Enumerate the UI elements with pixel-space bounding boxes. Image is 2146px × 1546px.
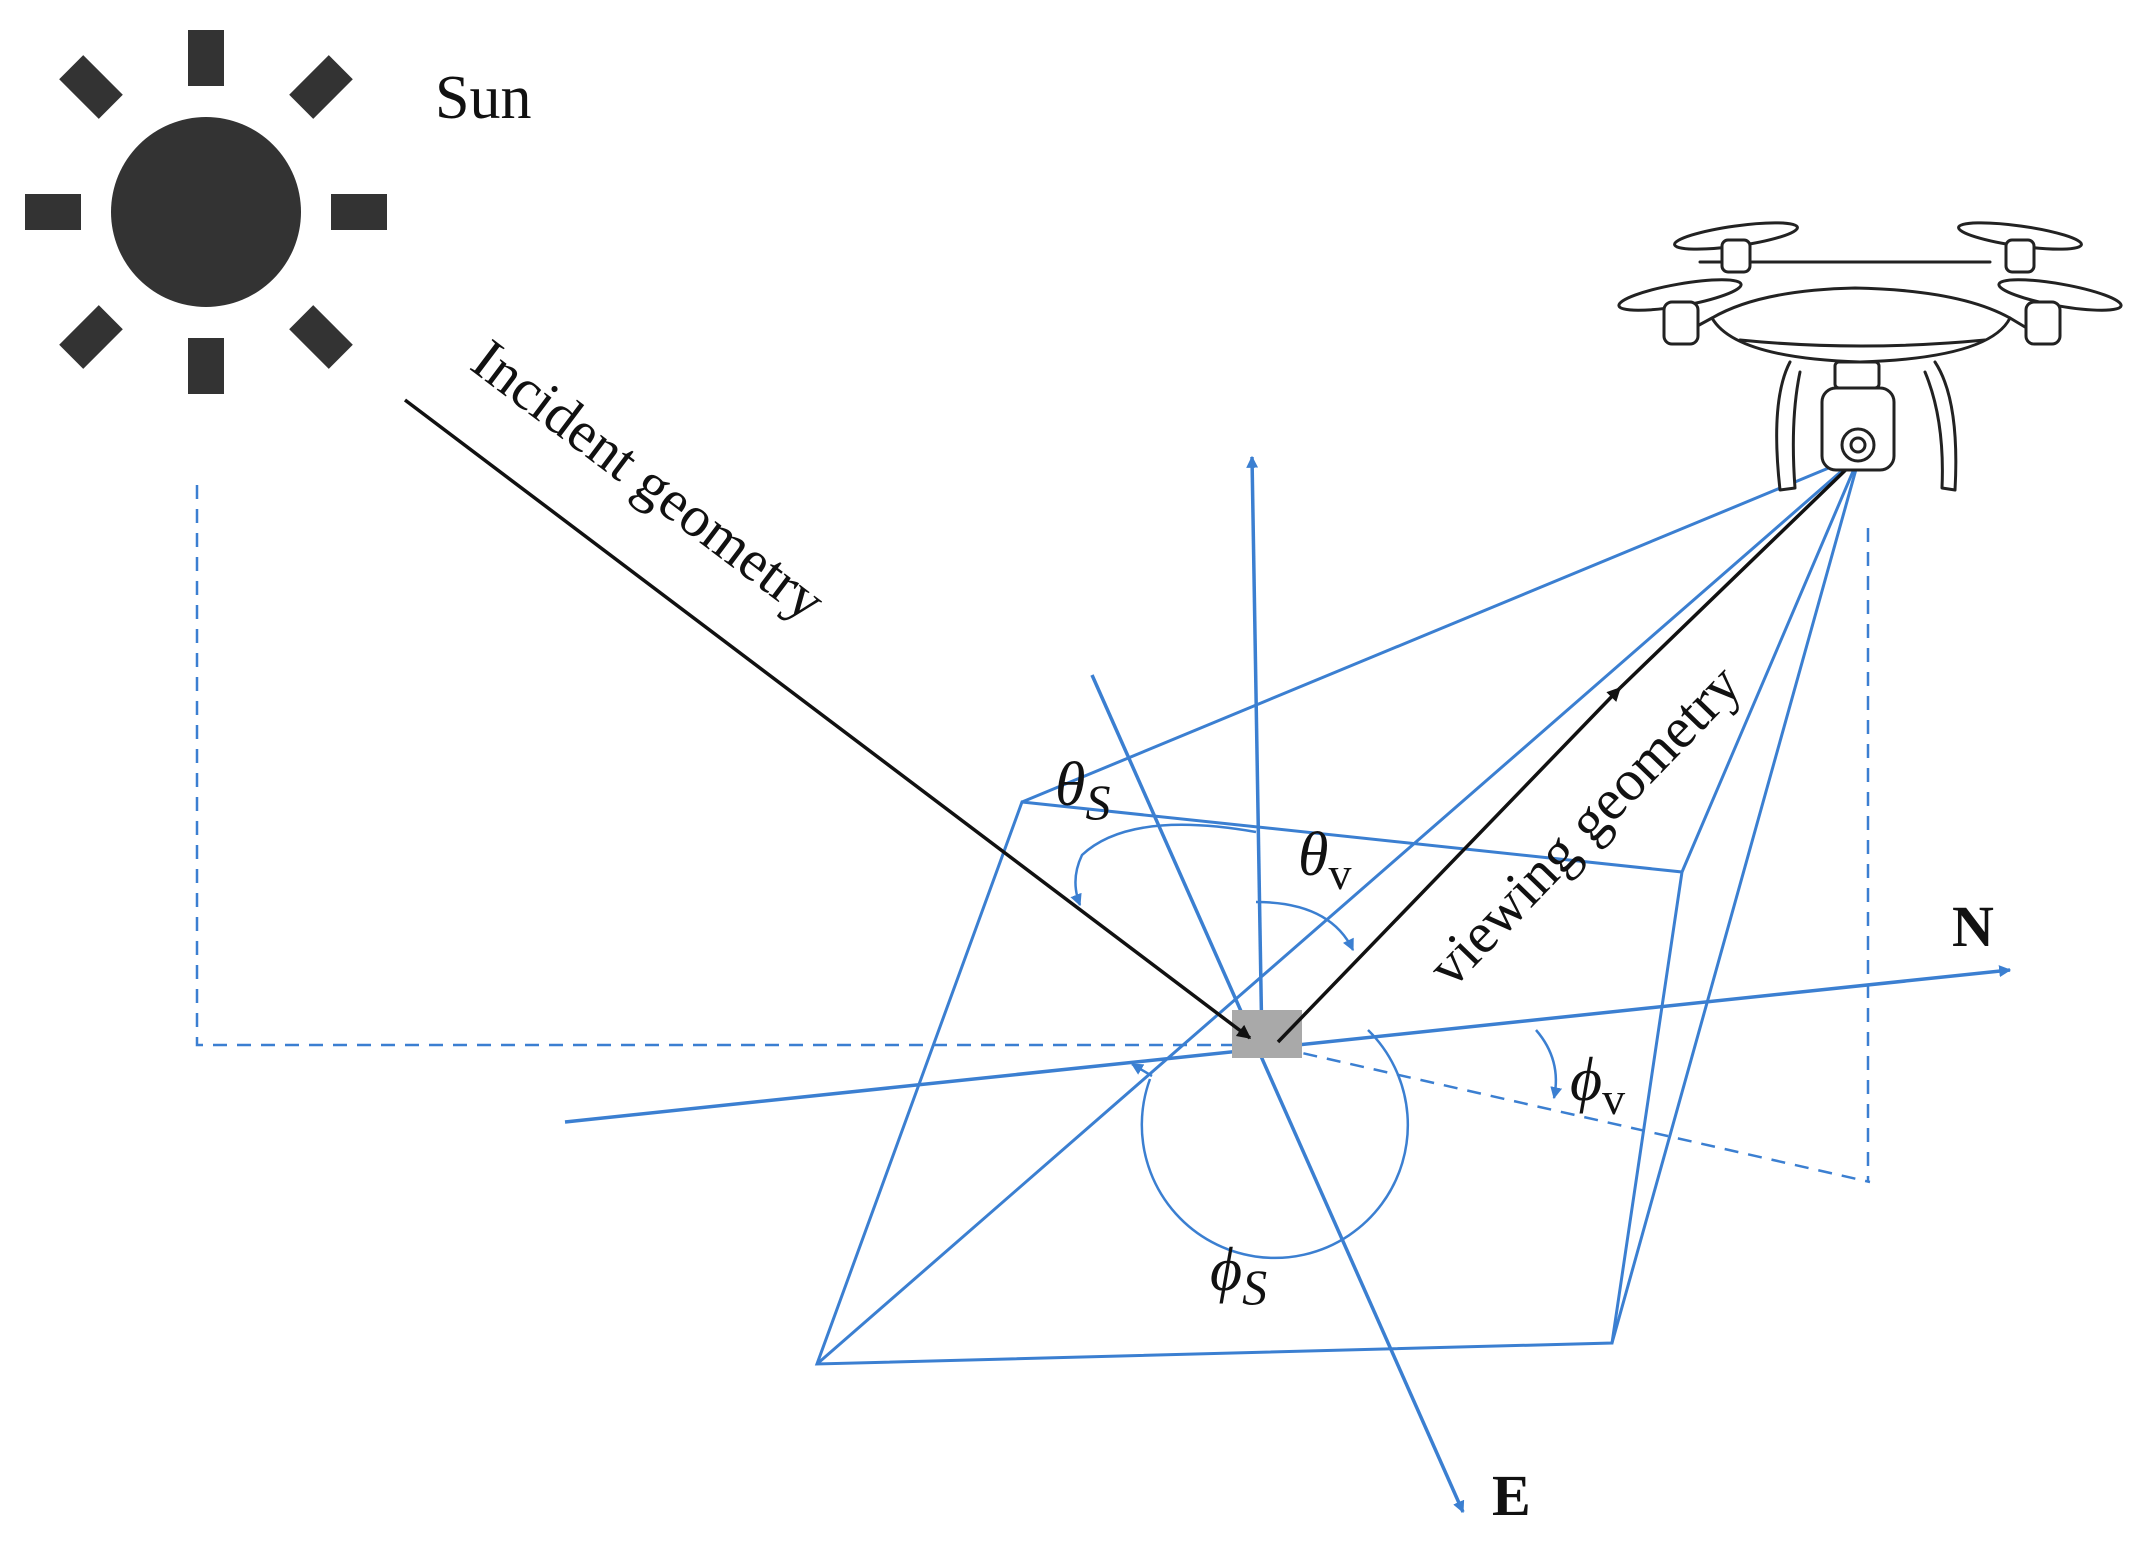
theta-v-label: θv [1298, 821, 1351, 899]
incident-geometry-label: Incident geometry [460, 326, 837, 633]
east-axis [1090, 674, 1465, 1514]
theta-s-label: θS [1055, 751, 1110, 830]
phi-s-label: ϕS [1210, 1236, 1267, 1315]
incident-ray [403, 398, 1252, 1040]
theta-v-arc [1255, 900, 1355, 952]
sun-icon [25, 30, 387, 394]
angle-arcs [1070, 823, 1563, 1260]
projection-lines [195, 485, 1871, 1184]
zenith-axis [1246, 455, 1264, 1049]
phi-v-arc [1535, 1029, 1563, 1100]
theta-s-arc [1070, 823, 1257, 907]
viewing-ray [1276, 686, 1622, 1044]
sun-label: Sun [435, 64, 531, 132]
viewing-ray-extension [1618, 456, 1860, 690]
east-label: E [1492, 1463, 1531, 1528]
phi-s-arc [1140, 1029, 1410, 1260]
sensor-footprint [814, 453, 1862, 1366]
drone-icon [1617, 221, 2123, 492]
north-label: N [1952, 894, 1994, 959]
phi-v-label: ϕv [1570, 1046, 1625, 1124]
